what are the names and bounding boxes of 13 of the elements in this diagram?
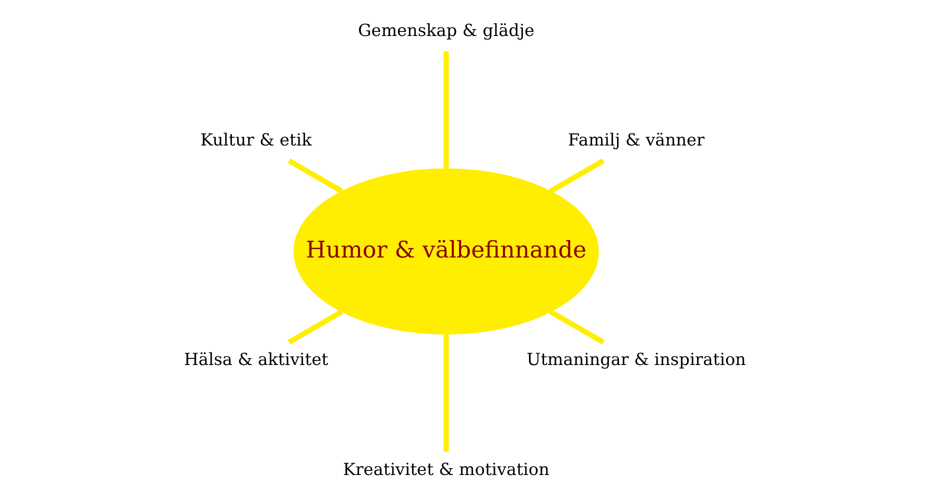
node-text: Utmaningar & inspiration [526, 348, 746, 369]
connector [444, 334, 449, 452]
connector [288, 308, 344, 344]
connector [549, 158, 605, 194]
node-text: Kultur & etik [200, 129, 312, 150]
connector [444, 50, 449, 168]
node-text: Gemenskap & glädje [358, 19, 534, 40]
node-text: Kreativitet & motivation [343, 458, 550, 478]
node-text: Hälsa & aktivitet [184, 348, 328, 369]
node-text: Familj & vänner [568, 129, 705, 150]
node-ellipse: Humor & välbefinnande [294, 168, 599, 334]
connector [549, 308, 605, 344]
connector [288, 158, 344, 194]
